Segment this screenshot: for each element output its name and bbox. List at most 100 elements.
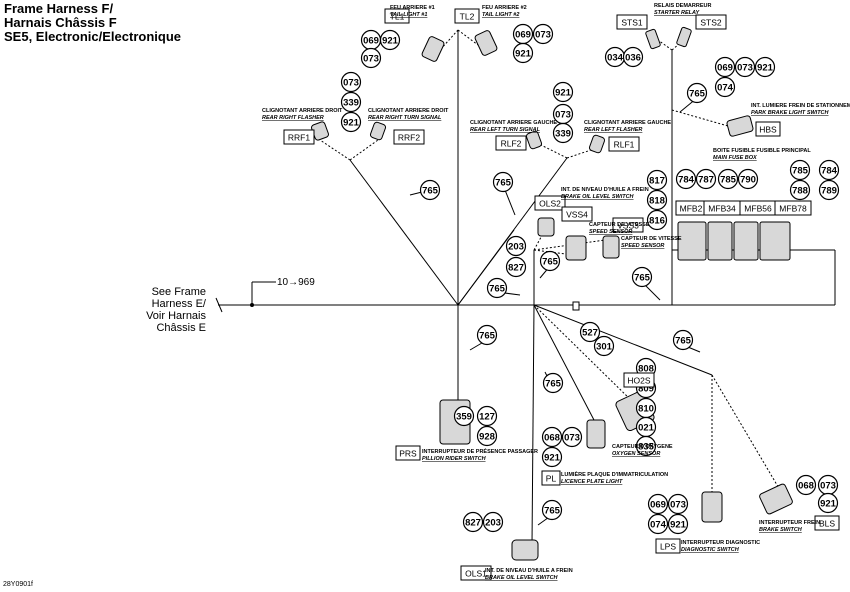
wire-code-bubble: 921 (754, 56, 776, 78)
wire-code-bubble: 789 (818, 179, 840, 201)
connector-id-box: MFB78 (774, 200, 812, 216)
diagram-title: Frame Harness F/ Harnais Châssis F SE5, … (4, 2, 181, 44)
wire-code-bubble: 073 (340, 71, 362, 93)
title-line-2: Harnais Châssis F (4, 15, 117, 30)
connector-id-text: VSS4 (566, 210, 588, 220)
wire-code-bubble: 835 (635, 435, 657, 457)
wire-code-bubble: 790 (737, 168, 759, 190)
wire-code-text: 069 (515, 30, 531, 41)
connector-id-box: RRF2 (393, 129, 425, 145)
see-frame-line-3: Voir Harnais (146, 310, 206, 322)
wire-code-bubble: 784 (675, 168, 697, 190)
wire-code-text: 785 (792, 166, 809, 177)
wire-code-text: 835 (638, 442, 655, 453)
wire-code-text: 203 (508, 242, 524, 253)
title-line-3: SE5, Electronic/Electronique (4, 29, 181, 44)
wire-code-bubble: 073 (532, 23, 554, 45)
wire-code-text: 073 (820, 481, 836, 492)
splice-sleeve (572, 301, 580, 311)
rrf2-connector-icon (369, 121, 387, 141)
connector-id-box: MFB2 (675, 200, 707, 216)
wire-code-text: 127 (479, 412, 495, 423)
connector-id-box: MFB34 (703, 200, 741, 216)
connector-id-text: PL (546, 474, 557, 484)
wire-code-bubble: 339 (340, 91, 362, 113)
wire-code-text: 069 (717, 63, 733, 74)
wire-code-bubble: 203 (482, 511, 504, 533)
label-english: SPEED SENSOR (621, 243, 664, 249)
wire-code-text: 765 (479, 331, 496, 342)
connector-id-text: MFB2 (680, 204, 703, 214)
see-frame-harness-note: See Frame Harness E/ Voir Harnais Châssi… (120, 286, 206, 334)
wire-code-bubble: 765 (419, 179, 441, 201)
connector-id-text: MFB78 (779, 204, 807, 214)
wire-code-bubble: 810 (635, 397, 657, 419)
sts1-connector-icon (645, 28, 661, 50)
wire-code-bubble: 034 (604, 46, 626, 68)
wire-code-bubble: 069 (512, 23, 534, 45)
label-french: CLIGNOTANT ARRIERE DROIT (368, 108, 449, 114)
connector-id-box: PRS (395, 445, 421, 461)
label-french: BOITE FUSIBLE FUSIBLE PRINCIPAL (713, 148, 811, 154)
wire-code-bubble: 765 (672, 329, 694, 351)
label-english: SPEED SENSOR (589, 229, 632, 235)
wire-code-bubble: 074 (647, 513, 669, 535)
wire-code-text: 808 (638, 364, 654, 375)
wire-code-bubble: 765 (631, 266, 653, 288)
sts2-connector-icon (676, 26, 692, 48)
label-english: TAIL LIGHT #1 (390, 12, 427, 18)
connector-id-box: OLS1 (460, 565, 492, 581)
label-french: LUMIÈRE PLAQUE D'IMMATRICULATION (561, 470, 668, 478)
wire-code-text: 074 (650, 520, 667, 531)
connector-id-box: VSS3 (612, 217, 644, 233)
wire-code-text: 073 (555, 110, 571, 121)
connector-id-text: BLS (819, 519, 835, 529)
wire-code-text: 527 (582, 328, 598, 339)
wire-code-bubble: 765 (486, 277, 508, 299)
label-english: LICENCE PLATE LIGHT (561, 479, 623, 485)
connector-id-box: RRF1 (283, 129, 315, 145)
wire-code-text: 073 (535, 30, 551, 41)
wire-code-text: 827 (465, 518, 481, 529)
wire-code-bubble: 765 (686, 82, 708, 104)
wire-code-bubble: 069 (360, 29, 382, 51)
component-label: INTERRUPTEUR DE PRÉSENCE PASSAGERPILLION… (422, 447, 538, 462)
label-french: INTERRUPTEUR DE PRÉSENCE PASSAGER (422, 447, 538, 455)
wire-code-text: 810 (638, 404, 654, 415)
connector-id-box: MFB56 (739, 200, 777, 216)
wire-code-bubble: 068 (795, 474, 817, 496)
label-french: CAPTEUR D'OXYGENE (612, 444, 673, 450)
wire-code-text: 765 (634, 273, 651, 284)
connector-id-box: STS1 (616, 14, 648, 30)
wire-code-text: 784 (678, 175, 695, 186)
wire-code-bubble: 127 (476, 405, 498, 427)
wire-code-text: 921 (757, 63, 774, 74)
label-english: BRAKE OIL LEVEL SWITCH (485, 575, 559, 581)
pl-connector-icon (586, 419, 606, 449)
wire-code-bubble: 069 (647, 493, 669, 515)
hbs-connector-icon (726, 115, 754, 137)
connector-id-text: TL2 (460, 12, 475, 22)
wire-code-text: 339 (343, 98, 359, 109)
wire-code-text: 827 (508, 263, 524, 274)
wire-code-bubble: 788 (789, 179, 811, 201)
wire-code-bubble: 784 (818, 159, 840, 181)
connector-id-text: RLF2 (501, 139, 522, 149)
connector-id-text: VSS3 (617, 221, 639, 231)
connector-id-text: TL1 (390, 12, 405, 22)
wire-code-text: 073 (564, 433, 580, 444)
label-english: REAR LEFT FLASHER (584, 127, 642, 133)
wire-code-bubble: 073 (360, 47, 382, 69)
ols2-connector-icon (537, 217, 555, 237)
wire-code-bubble: 785 (789, 159, 811, 181)
wire-code-bubble: 921 (667, 513, 689, 535)
